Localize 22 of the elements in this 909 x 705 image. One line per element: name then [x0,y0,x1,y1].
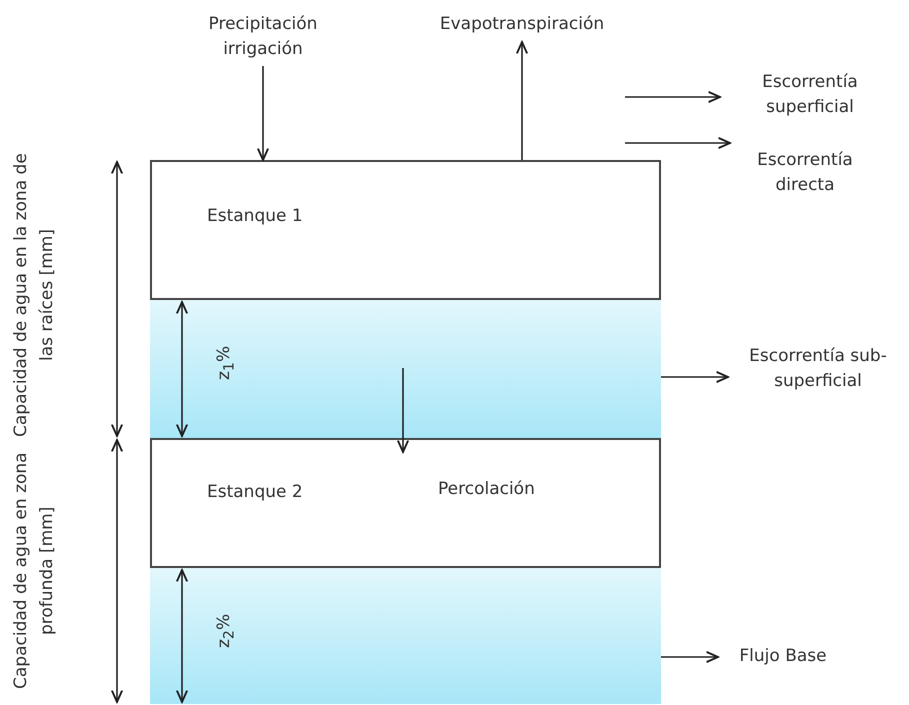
outflow-label: Escorrentía directa [740,148,870,200]
arrow [396,368,410,453]
arrow [661,650,719,664]
dimension-label: Capacidad de agua en la zona de las raíces [mm] [10,152,58,439]
outflow-label: Flujo Base [728,644,838,672]
tank-label: Estanque 2 [207,481,303,504]
arrow [625,90,721,104]
arrow [516,41,528,160]
arrow [256,66,270,161]
inflow-label: Precipitación irrigación [198,12,328,64]
arrow [625,136,731,150]
tank-label: Estanque 1 [207,205,303,228]
tank-box [150,438,661,704]
outflow-label: Evapotranspiración [412,12,632,40]
water-layer [150,298,661,440]
outflow-label: Escorrentía sub-superficial [738,344,898,396]
edge-label: Percolación [438,478,535,501]
water-layer [150,566,661,704]
outflow-label: Escorrentía superficial [730,70,890,122]
tank-box [150,160,661,440]
dimension-label: Capacidad de agua en zona profunda [mm] [10,452,58,692]
arrow [661,370,729,384]
